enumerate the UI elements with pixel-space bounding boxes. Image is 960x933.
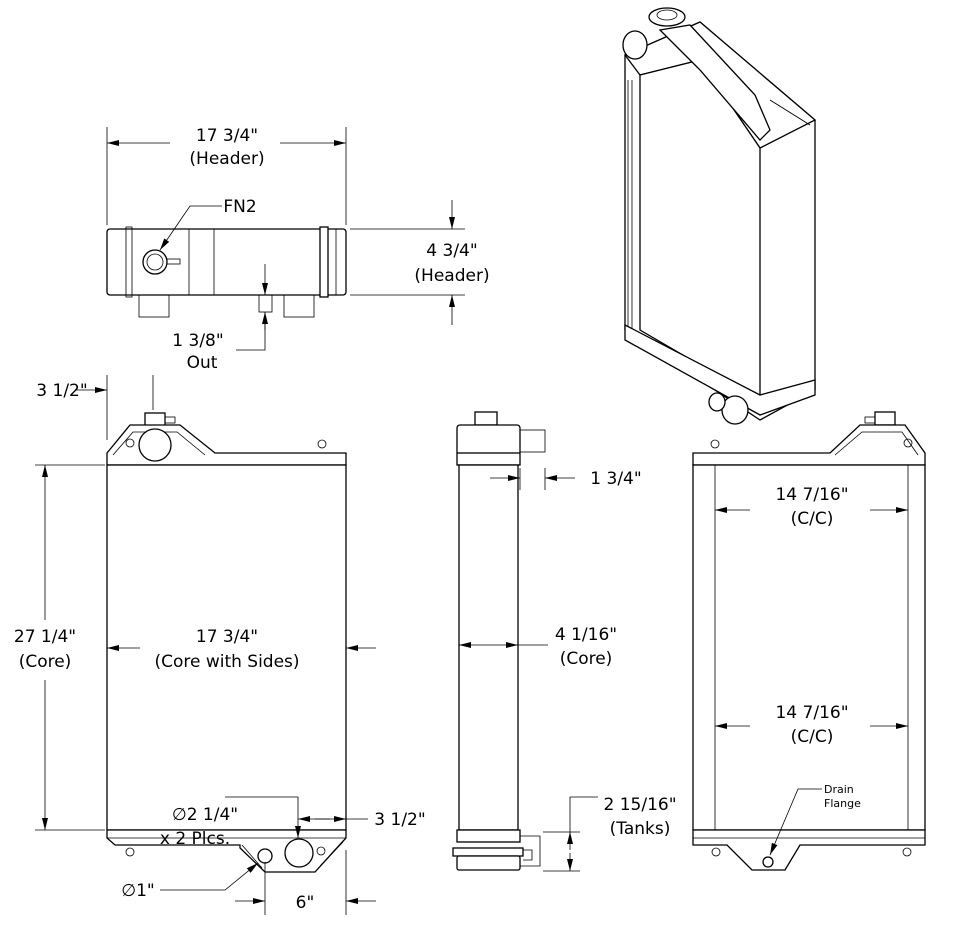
bottom-spacing-value: 6" <box>296 893 315 913</box>
isometric-view <box>622 7 817 425</box>
tank-height-note: (Tanks) <box>610 819 671 839</box>
back-view: 14 7/16" (C/C) 14 7/16" (C/C) Drain Flan… <box>692 411 926 871</box>
core-height-note: (Core) <box>19 652 72 672</box>
header-height-note: (Header) <box>414 266 489 286</box>
core-depth-note: (Core) <box>560 649 613 669</box>
bottom-cc-value: 14 7/16" <box>775 703 848 723</box>
side-view: 1 3/4" 4 1/16" (Core) 2 15/16" (Tanks) <box>452 411 677 872</box>
port-quantity-note: x 2 Plcs. <box>160 829 230 849</box>
top-cc-note: (C/C) <box>791 509 834 529</box>
bottom-port-offset-value: 3 1/2" <box>374 810 425 830</box>
core-width-value: 17 3/4" <box>196 627 258 647</box>
outlet-size-value: 1 3/8" <box>172 331 223 351</box>
header-width-value: 17 3/4" <box>196 126 258 146</box>
bottom-cc-note: (C/C) <box>791 727 834 747</box>
tank-height-value: 2 15/16" <box>603 795 676 815</box>
top-cc-value: 14 7/16" <box>775 485 848 505</box>
small-port-diameter-value: ∅1" <box>121 881 154 901</box>
core-depth-value: 4 1/16" <box>555 625 617 645</box>
drain-flange-label-line2: Flange <box>824 797 861 810</box>
core-width-note: (Core with Sides) <box>154 652 299 672</box>
outlet-note: Out <box>187 353 218 373</box>
top-view: 17 3/4" (Header) FN2 4 3/4" (Header) 1 3… <box>106 126 490 373</box>
inlet-offset-value: 3 1/2" <box>36 381 87 401</box>
header-height-value: 4 3/4" <box>426 241 477 261</box>
core-height-value: 27 1/4" <box>14 627 76 647</box>
tank-offset-value: 1 3/4" <box>590 469 641 489</box>
header-width-note: (Header) <box>189 149 264 169</box>
port-diameter-value: ∅2 1/4" <box>172 805 238 825</box>
drain-flange-label-line1: Drain <box>824 783 854 796</box>
fn2-callout: FN2 <box>223 197 256 217</box>
front-view: 3 1/2" 27 1/4" (Core) 17 3/4" (Core with… <box>14 375 426 915</box>
